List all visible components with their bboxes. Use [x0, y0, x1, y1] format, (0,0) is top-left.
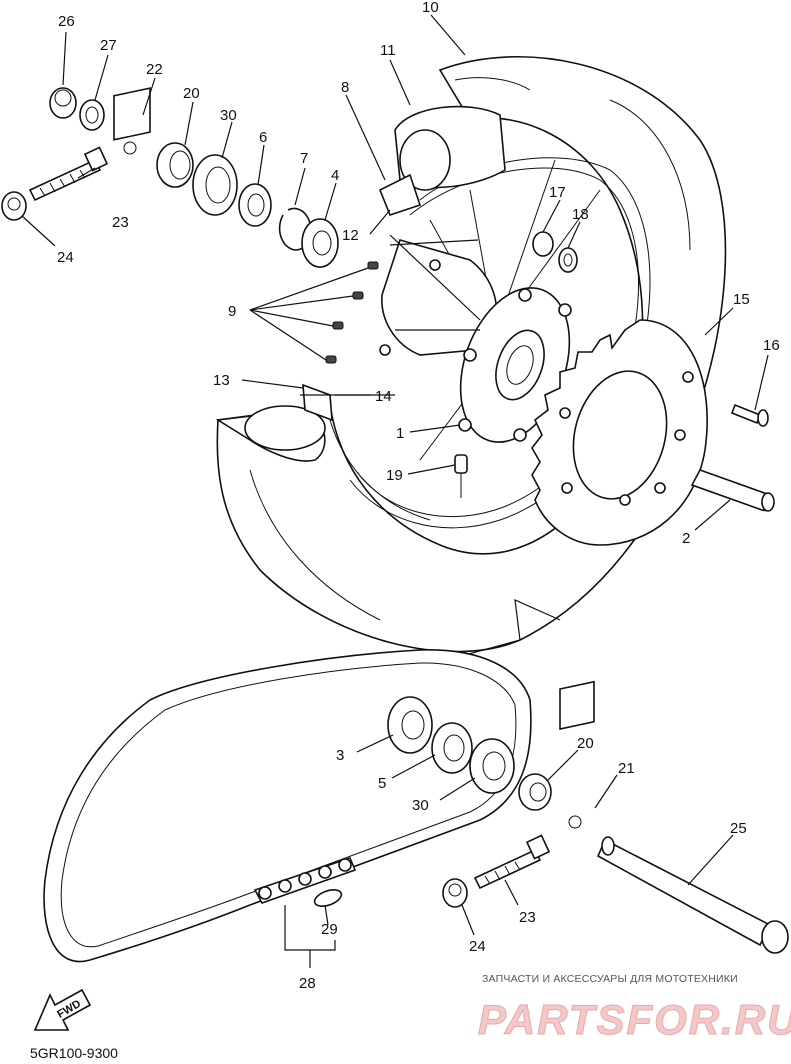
watermark-brand: PARTSFOR.RU: [478, 996, 791, 1043]
valve-19: [454, 454, 468, 498]
callout-23b: 23: [519, 909, 536, 926]
callout-20b: 20: [577, 735, 594, 752]
callout-30a: 30: [220, 107, 237, 124]
callout-8: 8: [341, 79, 349, 96]
leader-lines: [21, 14, 769, 968]
collar-2: [690, 469, 775, 512]
callout-5: 5: [378, 775, 386, 792]
bearing-3: [387, 696, 433, 754]
axle-25: [596, 836, 789, 954]
sprocket: [531, 319, 708, 546]
chain-link-segment: [253, 857, 357, 904]
bolt-23-bottom: [473, 834, 551, 890]
hub: [379, 239, 572, 443]
callout-24b: 24: [469, 938, 486, 955]
callout-24a: 24: [57, 249, 74, 266]
rim-lock-13-14: [302, 383, 333, 422]
nut-24-top: [1, 191, 27, 221]
callout-18: 18: [572, 206, 589, 223]
adjuster-22: [113, 87, 151, 155]
master-link-clip-29: [313, 889, 343, 907]
nut-24-bottom: [442, 878, 468, 908]
bolt-23-top: [28, 146, 109, 202]
callout-4: 4: [331, 167, 339, 184]
callout-25: 25: [730, 820, 747, 837]
bearing-4: [301, 218, 339, 268]
callout-6: 6: [259, 129, 267, 146]
callout-22: 22: [146, 61, 163, 78]
callout-21: 21: [618, 760, 635, 777]
callout-12: 12: [342, 227, 359, 244]
watermark-caption: ЗАПЧАСТИ И АКСЕССУАРЫ ДЛЯ МОТОТЕХНИКИ: [482, 973, 738, 985]
callout-28: 28: [299, 975, 316, 992]
callout-27: 27: [100, 37, 117, 54]
collar-20-top: [156, 142, 194, 188]
collar-20-bottom: [518, 773, 552, 811]
diagram-code: 5GR100-9300: [30, 1045, 118, 1061]
spoke-nipples: [325, 261, 379, 364]
wheel-side-plate: [215, 405, 326, 462]
callout-1: 1: [396, 425, 404, 442]
adjuster-21: [559, 680, 595, 829]
inner-tube: [378, 105, 506, 216]
callout-labels: 26 27 22 20 30 6 7 4 10 11 8 12 23 24 9 …: [57, 0, 780, 992]
seal-30-bottom: [469, 738, 515, 794]
callout-9: 9: [228, 303, 236, 320]
callout-3: 3: [336, 747, 344, 764]
spacer-5: [431, 722, 473, 774]
callout-11: 11: [380, 42, 396, 59]
callout-7: 7: [300, 150, 308, 167]
callout-14: 14: [375, 388, 392, 405]
nut-26: [49, 87, 77, 119]
callout-19: 19: [386, 467, 403, 484]
bolt-16: [730, 403, 769, 427]
callout-10: 10: [422, 0, 439, 16]
callout-15: 15: [733, 291, 750, 308]
callout-2: 2: [682, 530, 690, 547]
bearing-6: [238, 183, 272, 227]
callout-26: 26: [58, 13, 75, 30]
washer-27: [79, 99, 105, 131]
callout-20a: 20: [183, 85, 200, 102]
callout-13: 13: [213, 372, 230, 389]
fwd-arrow: FWD: [33, 988, 92, 1031]
seal-30-top: [192, 154, 238, 216]
nut-17: [532, 231, 554, 257]
callout-16: 16: [763, 337, 780, 354]
drive-chain: [43, 649, 532, 963]
callout-17: 17: [549, 184, 566, 201]
callout-30b: 30: [412, 797, 429, 814]
watermark: ЗАПЧАСТИ И АКСЕССУАРЫ ДЛЯ МОТОТЕХНИКИ PA…: [478, 973, 791, 1044]
callout-29: 29: [321, 921, 338, 938]
washer-18: [558, 247, 578, 273]
callout-23a: 23: [112, 214, 129, 231]
